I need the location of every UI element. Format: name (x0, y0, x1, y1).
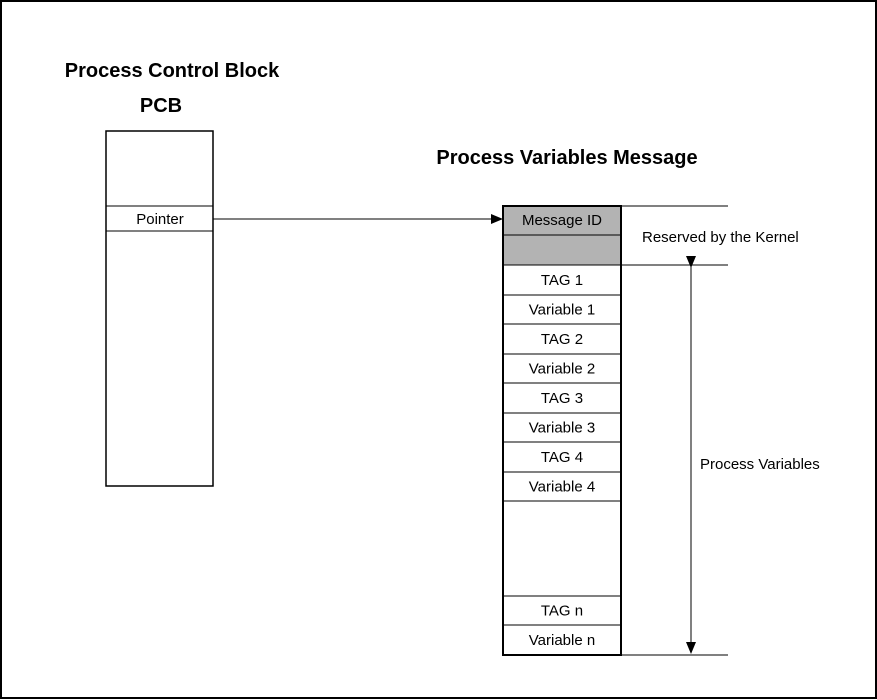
pcb-subtitle: PCB (140, 95, 182, 117)
message-id-cell (502, 205, 622, 236)
message-row-label: TAG 1 (541, 272, 583, 289)
pcb-title: Process Control Block (65, 60, 280, 82)
message-column (502, 205, 622, 656)
pcb-box (105, 130, 214, 487)
reserved-annotation: Reserved by the Kernel (642, 229, 799, 246)
message-row-cell (502, 471, 622, 502)
message-row-label: Variable 2 (529, 361, 595, 378)
message-row-cell (502, 624, 622, 656)
pcb-pointer-label: Pointer (136, 211, 184, 228)
message-row-cell (502, 264, 622, 296)
message-row-label: TAG 2 (541, 331, 583, 348)
message-rows: TAG 1 Variable 1 TAG 2 Variable 2 TAG 3 Varia… (502, 264, 622, 656)
process-variables-annotation: Process Variables (700, 456, 820, 473)
message-row-label: TAG n (541, 603, 583, 620)
message-id-label: Message ID (522, 212, 602, 229)
message-row-label: Variable 4 (529, 479, 595, 496)
reserved-cell (502, 234, 622, 266)
message-row-label: TAG 4 (541, 449, 583, 466)
message-row-label: TAG 3 (541, 390, 583, 407)
message-row-label: Variable 3 (529, 420, 595, 437)
message-row-label: Variable n (529, 632, 595, 649)
message-title: Process Variables Message (436, 147, 697, 169)
message-row-label: Variable 1 (529, 302, 595, 319)
